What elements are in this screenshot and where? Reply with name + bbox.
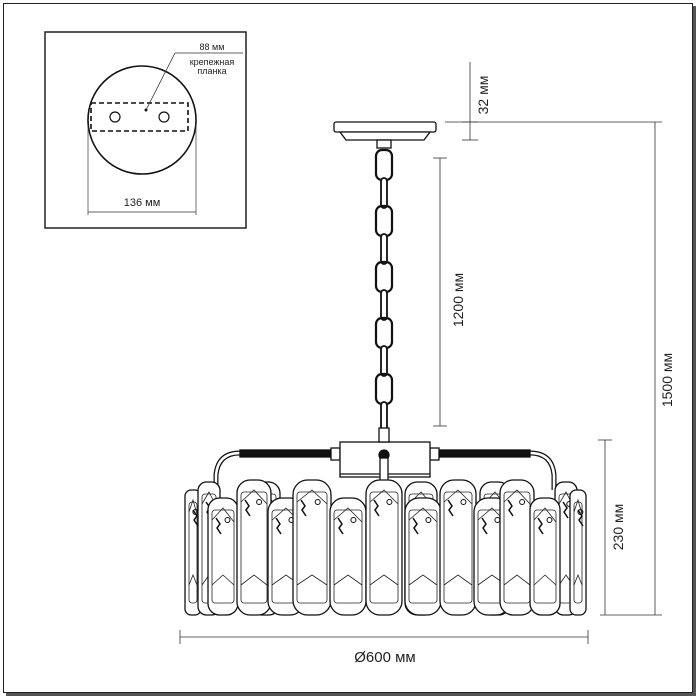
drawing-frame (3, 3, 693, 693)
crystal-front (292, 479, 332, 616)
chain-link (380, 233, 388, 265)
frame-arms (213, 427, 557, 490)
crystal-front (236, 479, 272, 616)
diameter-label: Ø600 мм (354, 649, 416, 666)
chain (374, 148, 394, 433)
crystal-front (499, 479, 535, 616)
screw-hole (109, 111, 121, 123)
chain-link (374, 148, 394, 182)
crystal-front (439, 479, 477, 616)
bracket-length-label: 88 мм (200, 42, 225, 52)
dimension-lines (179, 62, 662, 644)
crystal-front (529, 497, 561, 616)
body-height-label: 230 мм (610, 504, 626, 551)
canopy-inset: 88 мм крепежная планка 136 мм (44, 31, 247, 229)
crystal-back (569, 489, 587, 616)
canopy-circle (87, 65, 197, 175)
chain-length-label: 1200 мм (450, 273, 466, 327)
bracket-label: планка (197, 66, 226, 76)
chain-link (374, 372, 394, 406)
leader-line (145, 52, 176, 111)
crystal-front (404, 497, 442, 616)
canopy-height-label: 32 мм (475, 76, 491, 115)
inset-box (44, 31, 247, 229)
total-height-label: 1500 мм (659, 353, 675, 407)
ceiling-canopy (333, 121, 437, 149)
chain-link (374, 260, 394, 294)
chain-link (374, 204, 394, 238)
mounting-bracket (90, 102, 189, 132)
bracket-label: крепежная (190, 57, 235, 67)
chain-link (380, 177, 388, 209)
crystal-front (329, 497, 367, 616)
crystal-front (365, 479, 403, 616)
chain-link (380, 345, 388, 377)
canopy-diameter-label: 136 мм (124, 197, 161, 209)
screw-hole (158, 111, 170, 123)
chain-link (380, 289, 388, 321)
crystal-back (184, 489, 202, 616)
chain-link (374, 316, 394, 350)
crystal-ring (184, 479, 587, 616)
crystal-front (207, 497, 239, 616)
